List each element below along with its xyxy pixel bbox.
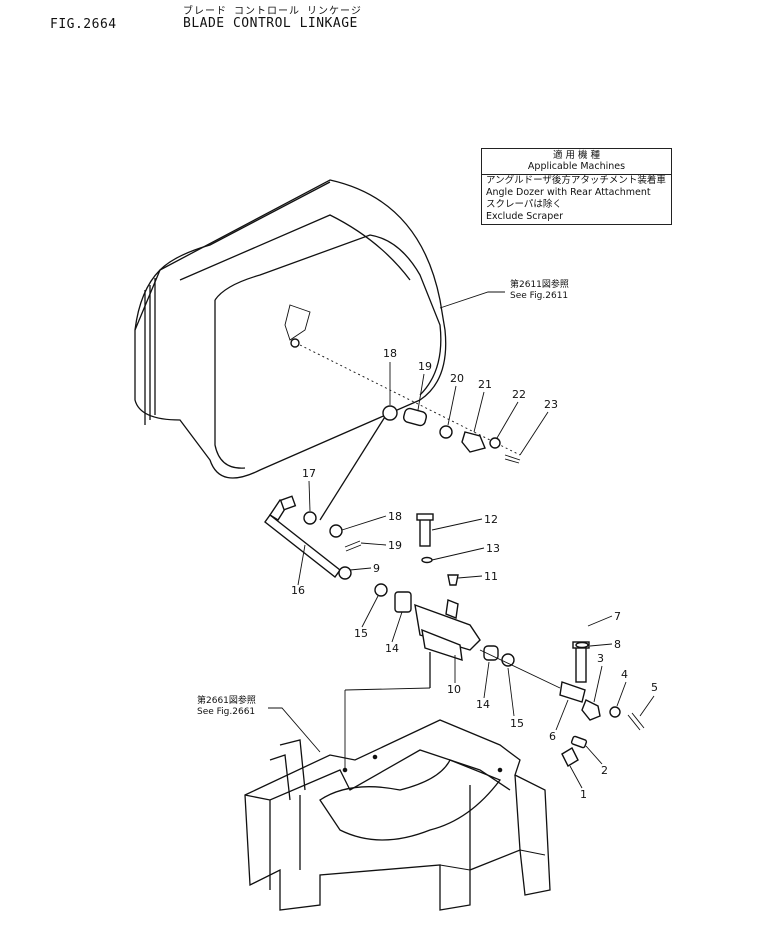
callout-19: 19 xyxy=(388,539,402,552)
tank-cover xyxy=(134,179,447,479)
callout-3: 3 xyxy=(597,652,604,665)
callout-6: 6 xyxy=(549,730,556,743)
callout-9: 9 xyxy=(373,562,380,575)
figure-number: FIG.2664 xyxy=(50,17,117,32)
heading-english: Applicable Machines xyxy=(527,161,626,172)
condition-1-jp: アングルドーザ後方アタッチメント装着車 xyxy=(486,175,666,186)
applicable-machines-heading: 適 用 機 種 Applicable Machines xyxy=(482,149,671,175)
callout-25: 23 xyxy=(544,398,558,411)
reference-fig-2661: 第2661図参照 See Fig.2661 xyxy=(197,694,321,753)
ref-2661-jp: 第2661図参照 xyxy=(197,694,256,706)
callout-14-right: 14 xyxy=(476,698,490,711)
callout-2: 2 xyxy=(601,764,608,777)
callout-11: 11 xyxy=(484,570,498,583)
callout-7: 7 xyxy=(614,610,621,623)
callout-12: 12 xyxy=(484,513,498,526)
title-english: BLADE CONTROL LINKAGE xyxy=(183,16,358,31)
callout-5: 5 xyxy=(651,681,658,694)
callout-21: 19 xyxy=(418,360,432,373)
applicable-machines-box: 適 用 機 種 Applicable Machines アングルドーザ後方アタッ… xyxy=(481,148,672,225)
reference-fig-2611: 第2611図参照 See Fig.2611 xyxy=(439,278,569,309)
linkage-parts xyxy=(264,344,645,770)
ref-2661-en: See Fig.2661 xyxy=(197,707,255,717)
callout-14-left: 14 xyxy=(385,642,399,655)
callout-22: 20 xyxy=(450,372,464,385)
callout-24: 22 xyxy=(512,388,526,401)
callout-16: 16 xyxy=(291,584,305,597)
frame-base xyxy=(244,719,551,911)
part-callouts: 18 19 20 21 22 23 17 18 19 12 13 11 9 16… xyxy=(291,347,658,801)
heading-japanese: 適 用 機 種 xyxy=(552,150,601,161)
callout-18: 18 xyxy=(388,510,402,523)
callout-10: 10 xyxy=(447,683,461,696)
callout-23: 21 xyxy=(478,378,492,391)
ref-2611-en: See Fig.2611 xyxy=(510,291,568,301)
condition-2-jp: スクレーパは除く xyxy=(486,199,562,210)
callout-15-left: 15 xyxy=(354,627,368,640)
callout-15-right: 15 xyxy=(510,717,524,730)
ref-2611-jp: 第2611図参照 xyxy=(510,278,569,290)
callout-4: 4 xyxy=(621,668,628,681)
condition-1-en: Angle Dozer with Rear Attachment xyxy=(486,187,651,198)
callout-17: 17 xyxy=(302,467,316,480)
callout-8: 8 xyxy=(614,638,621,651)
condition-2-en: Exclude Scraper xyxy=(486,211,563,222)
callout-20: 18 xyxy=(383,347,397,360)
callout-1: 1 xyxy=(580,788,587,801)
callout-13: 13 xyxy=(486,542,500,555)
title-japanese: ブレード コントロール リンケージ xyxy=(183,6,362,17)
